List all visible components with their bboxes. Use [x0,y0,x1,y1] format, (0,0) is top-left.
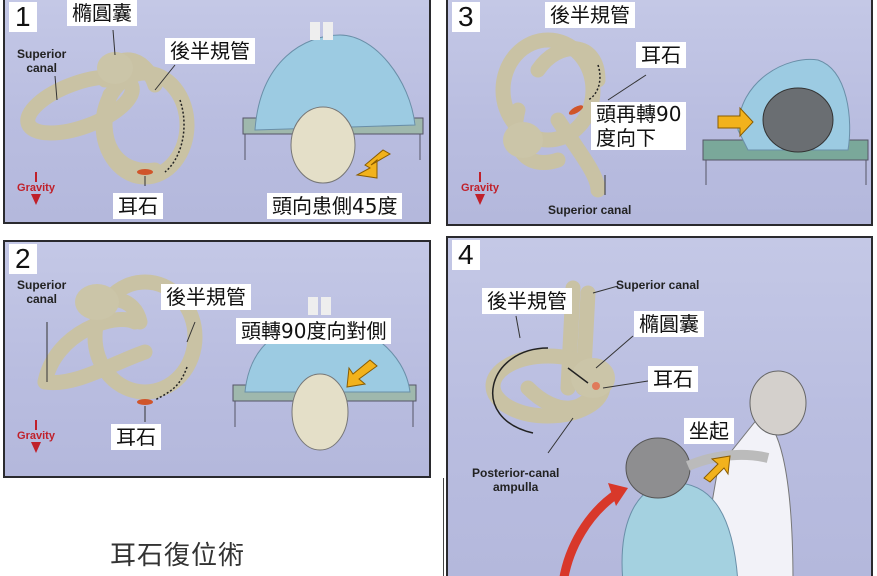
gravity-indicator: Gravity [457,172,503,205]
ampulla-label: Posterior-canal ampulla [472,466,560,494]
instruction-label: 頭轉90度向對側 [236,318,392,344]
utricle-label: 橢圓囊 [67,0,137,26]
gravity-label: Gravity [461,182,499,194]
divider-line [443,478,444,576]
step-1-illustration [20,22,424,186]
red-curved-arrow-icon [559,489,621,576]
step-4-panel: 4 Superior canal 後半規管 橢圓囊 耳石 坐起 Posterio… [446,236,873,576]
arrow-icon [717,106,754,138]
step-3-panel: 3 後半規管 耳石 頭再轉90 度向下 Superior canal Gravi… [446,0,873,226]
gravity-indicator: Gravity [13,172,59,205]
gravity-label: Gravity [17,430,55,442]
step-number: 4 [452,240,480,270]
step-4-illustration [485,280,807,576]
otolith-label: 耳石 [113,193,163,219]
page-title: 耳石復位術 [110,541,246,571]
step-number: 3 [452,2,480,32]
posterior-canal-label: 後半規管 [482,288,572,314]
step-3-illustration [495,32,869,198]
patient-head-icon [290,106,356,184]
superior-canal-label: Superior canal [616,278,700,292]
down-arrow-icon [31,194,41,205]
patient-head-icon [625,437,691,499]
superior-canal-label: Superior canal [548,203,632,217]
otolith-label: 耳石 [636,42,686,68]
down-arrow-icon [31,442,41,453]
arrow-icon [346,359,378,388]
down-arrow-icon [475,194,485,205]
step-1-panel: 1 橢圓囊 後半規管 耳石 頭向患側45度 Superior canal Gra… [3,0,431,224]
doctor-head-icon [749,370,807,436]
inner-ear-icon [495,32,606,198]
instruction-label: 坐起 [684,418,734,444]
step-number: 2 [9,244,37,274]
gravity-label: Gravity [17,182,55,194]
arrow-icon [355,149,392,179]
gravity-indicator: Gravity [13,420,59,453]
arrow-icon [703,455,731,483]
utricle-label: 橢圓囊 [634,311,704,337]
patient-head-icon [762,87,834,153]
otolith-label: 耳石 [111,424,161,450]
instruction-label: 頭向患側45度 [267,193,403,219]
superior-canal-label: Superior canal [17,47,67,75]
step-2-illustration [37,274,417,451]
posterior-canal-label: 後半規管 [165,38,255,64]
posterior-canal-label: 後半規管 [545,2,635,28]
step-number: 1 [9,2,37,32]
instruction-label: 頭再轉90 度向下 [591,102,687,150]
posterior-canal-label: 後半規管 [161,284,251,310]
patient-gown-icon [254,34,416,131]
superior-canal-label: Superior canal [17,278,67,306]
step-2-panel: 2 Superior canal 後半規管 頭轉90度向對側 耳石 Gravit… [3,240,431,478]
otolith-label: 耳石 [648,366,698,392]
patient-head-icon [291,373,349,451]
